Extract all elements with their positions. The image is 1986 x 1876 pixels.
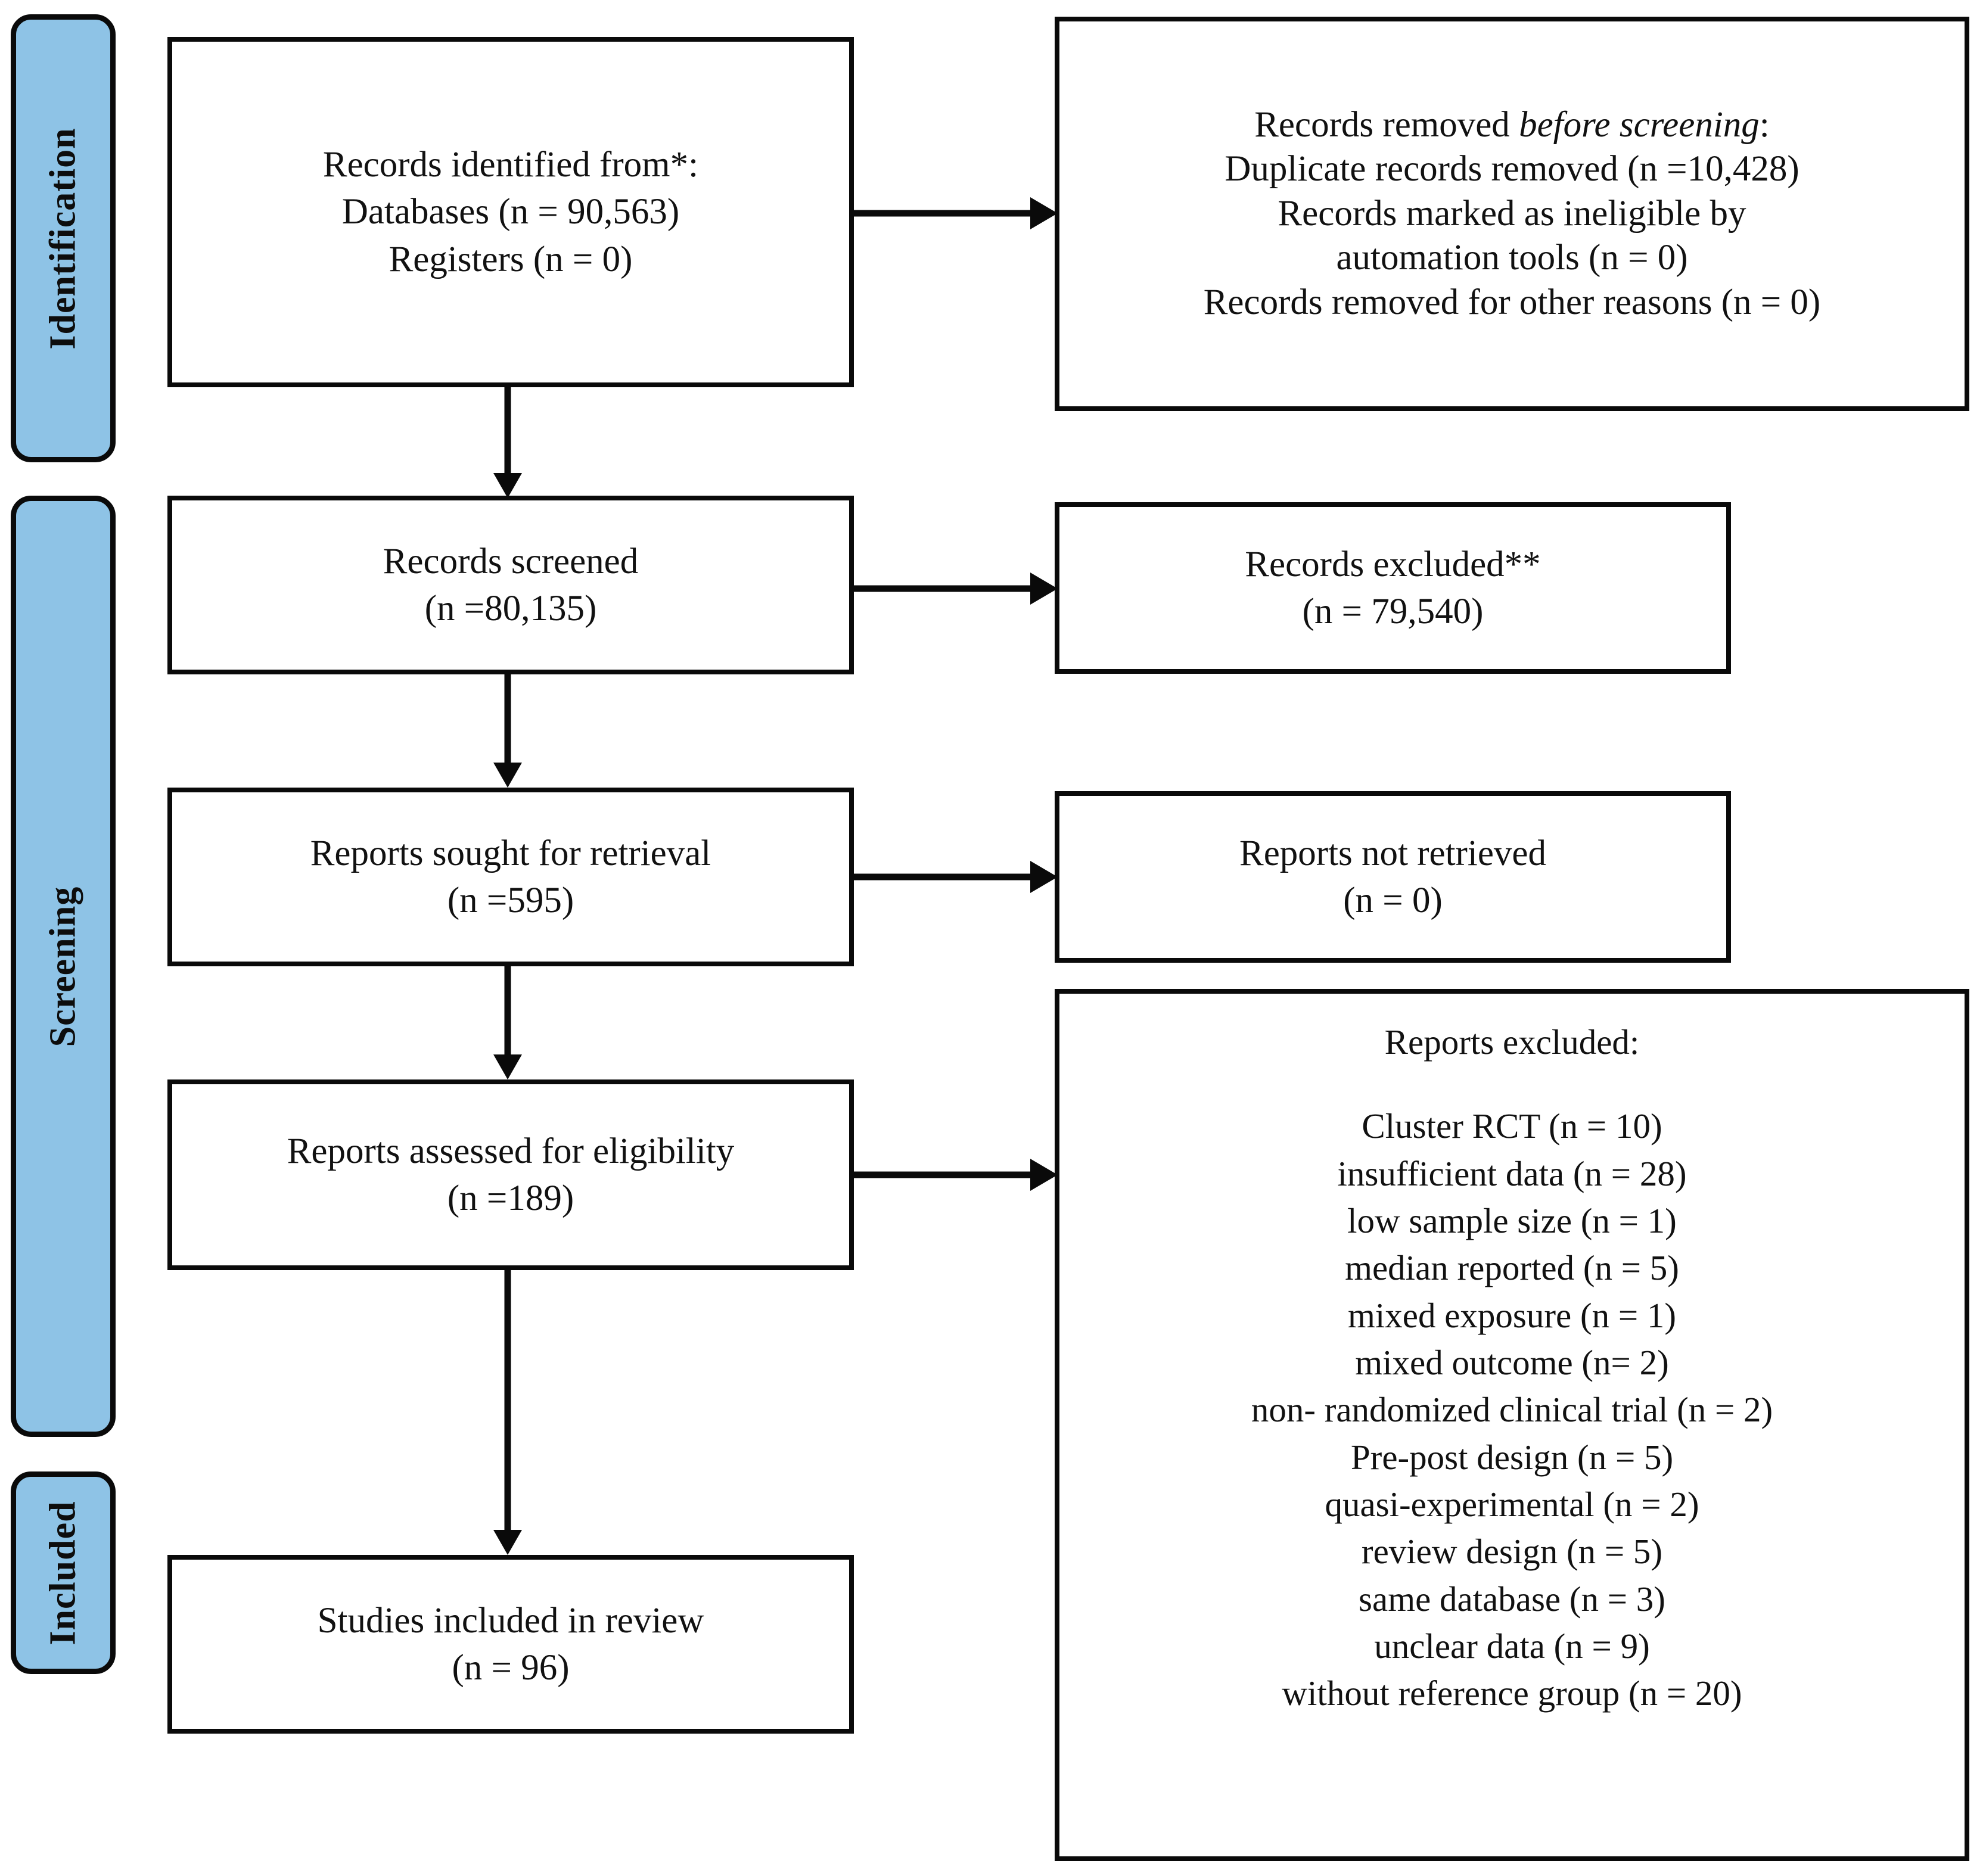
reports-sought-line-1: Reports sought for retrieval bbox=[310, 833, 711, 873]
records-removed-line-4: automation tools (n = 0) bbox=[1336, 238, 1688, 278]
records-identified-line-2: Databases (n = 90,563) bbox=[341, 192, 680, 232]
arrow-assessed-to-reports-excluded bbox=[854, 1156, 1059, 1193]
stage-bar-included: Included bbox=[11, 1471, 116, 1674]
records-excluded-line-1: Records excluded** bbox=[1245, 544, 1541, 584]
box-records-screened: Records screened (n =80,135) bbox=[167, 496, 854, 674]
records-removed-line-5: Records removed for other reasons (n = 0… bbox=[1203, 282, 1821, 322]
arrow-screened-to-excluded bbox=[854, 570, 1059, 607]
stage-bar-screening: Screening bbox=[11, 496, 116, 1437]
arrow-screened-to-sought bbox=[490, 674, 526, 789]
box-reports-assessed: Reports assessed for eligibility (n =189… bbox=[167, 1079, 854, 1270]
reports-not-retrieved-line-1: Reports not retrieved bbox=[1239, 833, 1546, 873]
studies-included-line-2: (n = 96) bbox=[452, 1648, 570, 1688]
stage-label-screening: Screening bbox=[42, 886, 83, 1047]
box-reports-excluded: Reports excluded: Cluster RCT (n = 10) i… bbox=[1055, 989, 1969, 1861]
box-records-identified: Records identified from*: Databases (n =… bbox=[167, 37, 854, 387]
reports-excluded-reason: mixed outcome (n= 2) bbox=[1355, 1343, 1669, 1383]
reports-sought-line-2: (n =595) bbox=[447, 881, 574, 920]
records-removed-line-2: Duplicate records removed (n =10,428) bbox=[1224, 149, 1799, 189]
reports-excluded-reason: review design (n = 5) bbox=[1361, 1532, 1663, 1572]
records-removed-heading: Records removed before screening: bbox=[1254, 104, 1770, 145]
box-reports-sought: Reports sought for retrieval (n =595) bbox=[167, 788, 854, 966]
studies-included-line-1: Studies included in review bbox=[317, 1600, 704, 1641]
reports-excluded-reason: Pre-post design (n = 5) bbox=[1350, 1437, 1674, 1477]
reports-excluded-reason: without reference group (n = 20) bbox=[1282, 1673, 1742, 1713]
arrow-identified-to-screened bbox=[490, 386, 526, 499]
reports-not-retrieved-line-2: (n = 0) bbox=[1343, 881, 1443, 920]
reports-excluded-reason: mixed exposure (n = 1) bbox=[1347, 1295, 1677, 1335]
reports-excluded-reason: insufficient data (n = 28) bbox=[1337, 1153, 1687, 1193]
reports-excluded-reason: quasi-experimental (n = 2) bbox=[1325, 1485, 1699, 1525]
arrow-identified-to-removed bbox=[854, 195, 1059, 232]
stage-label-included: Included bbox=[42, 1500, 83, 1645]
reports-excluded-heading: Reports excluded: bbox=[1384, 1022, 1640, 1062]
reports-excluded-reason: Cluster RCT (n = 10) bbox=[1362, 1106, 1662, 1146]
records-removed-line-3: Records marked as ineligible by bbox=[1278, 193, 1746, 234]
box-records-excluded: Records excluded** (n = 79,540) bbox=[1055, 502, 1731, 674]
records-identified-line-3: Registers (n = 0) bbox=[389, 239, 633, 279]
records-screened-line-1: Records screened bbox=[383, 541, 639, 581]
box-reports-not-retrieved: Reports not retrieved (n = 0) bbox=[1055, 791, 1731, 963]
reports-excluded-reason: unclear data (n = 9) bbox=[1374, 1626, 1650, 1666]
arrow-sought-to-not-retrieved bbox=[854, 858, 1059, 895]
stage-label-identification: Identification bbox=[42, 127, 83, 350]
records-identified-line-1: Records identified from*: bbox=[322, 145, 699, 185]
arrow-assessed-to-included bbox=[490, 1270, 526, 1556]
reports-excluded-reason: non- randomized clinical trial (n = 2) bbox=[1251, 1390, 1773, 1430]
arrow-sought-to-assessed bbox=[490, 966, 526, 1081]
reports-excluded-reason: same database (n = 3) bbox=[1359, 1579, 1665, 1619]
reports-excluded-reason: median reported (n = 5) bbox=[1345, 1248, 1679, 1288]
box-records-removed: Records removed before screening: Duplic… bbox=[1055, 17, 1969, 411]
reports-assessed-line-2: (n =189) bbox=[447, 1178, 574, 1218]
reports-assessed-line-1: Reports assessed for eligibility bbox=[287, 1131, 735, 1171]
stage-bar-identification: Identification bbox=[11, 14, 116, 462]
box-studies-included: Studies included in review (n = 96) bbox=[167, 1555, 854, 1734]
records-screened-line-2: (n =80,135) bbox=[424, 589, 597, 629]
reports-excluded-reason: low sample size (n = 1) bbox=[1347, 1201, 1677, 1241]
records-excluded-line-2: (n = 79,540) bbox=[1302, 592, 1484, 631]
